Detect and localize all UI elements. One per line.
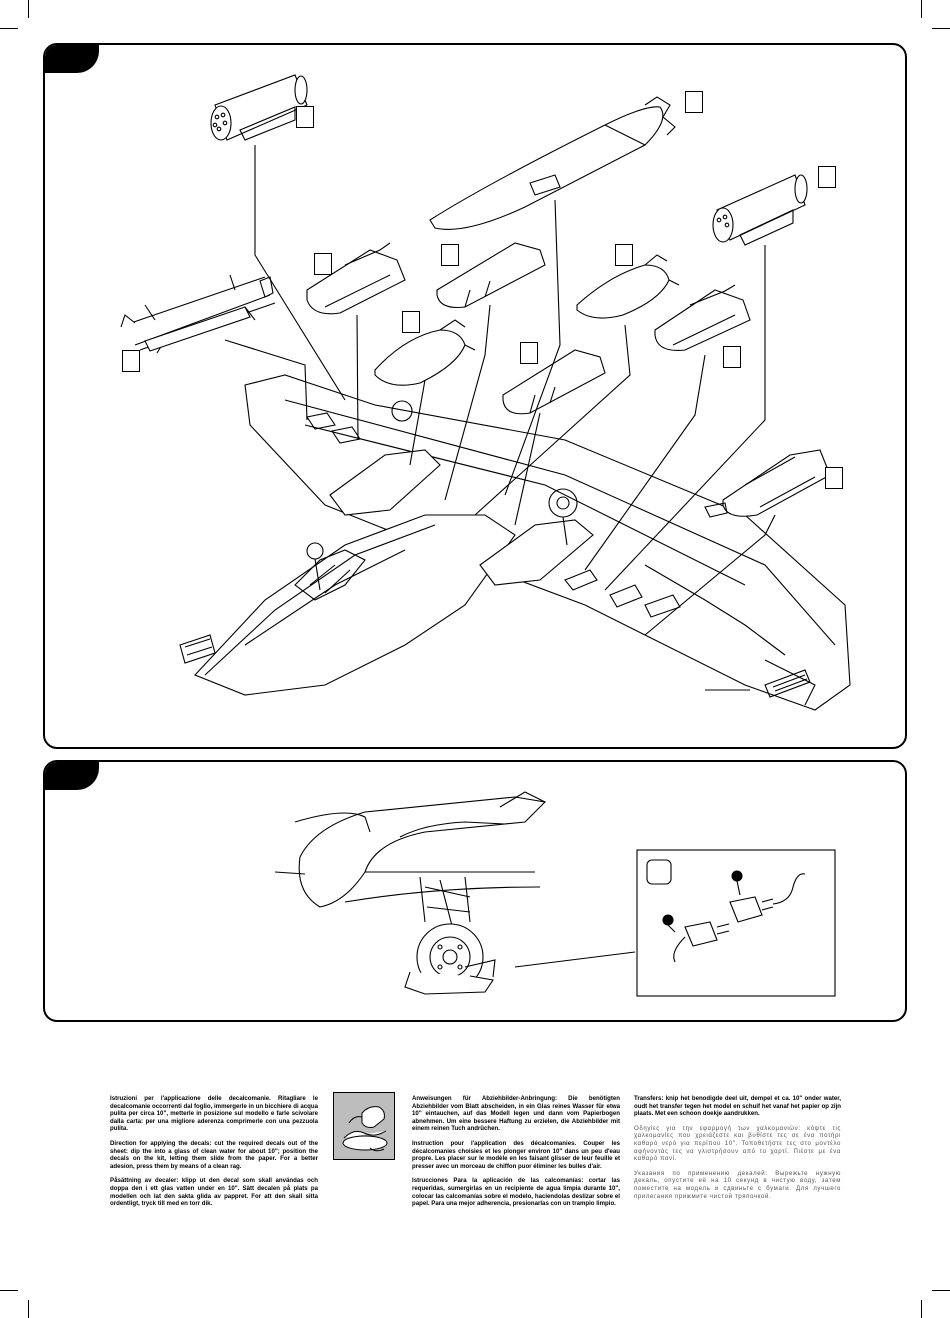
crop-mark bbox=[0, 1290, 18, 1291]
bomb-small-2 bbox=[576, 254, 680, 319]
bomb-small-1 bbox=[374, 319, 476, 386]
crop-mark bbox=[28, 1300, 29, 1318]
part-callout-box bbox=[825, 467, 843, 489]
instruction-hand-icon bbox=[361, 1106, 385, 1128]
part-callout-box bbox=[296, 106, 314, 128]
part-callout-box bbox=[314, 253, 332, 275]
nose-gun bbox=[179, 634, 216, 664]
bomb-cluster-2 bbox=[654, 284, 751, 351]
instruction-sv: Påsättning av decaler: klipp ut den deca… bbox=[110, 1177, 318, 1208]
step-number-tab bbox=[45, 45, 99, 73]
missile-pair bbox=[120, 274, 276, 354]
crop-mark bbox=[921, 0, 922, 18]
left-engine-nacelle bbox=[329, 449, 441, 516]
aircraft-fuselage bbox=[194, 514, 516, 696]
gun-pod bbox=[704, 449, 831, 518]
part-callout-box bbox=[615, 244, 633, 266]
instruction-en: Direction for applying the decals: cut t… bbox=[110, 1139, 318, 1170]
crop-mark bbox=[0, 28, 18, 29]
part-callout-box bbox=[685, 91, 703, 113]
part-callout-box bbox=[818, 166, 836, 188]
instruction-gr: Οδηγίες για την εφαρμογή των χαλκομανιών… bbox=[634, 1124, 841, 1163]
decal-instructions-col2: Anweisungen für Abziehbilder-Anbringung:… bbox=[412, 1095, 620, 1215]
nose-gear-detail-diagram bbox=[274, 791, 836, 997]
step-panel-weapons bbox=[43, 43, 907, 749]
bomb-cluster-1 bbox=[306, 242, 406, 315]
decal-instructions-col1: Istruzioni per l'applicazione delle deca… bbox=[110, 1095, 318, 1215]
instruction-ru: Указания по применению декалей: Вырежьте… bbox=[634, 1169, 841, 1200]
weapons-assembly-diagram bbox=[120, 74, 851, 711]
drop-tank-1 bbox=[436, 242, 546, 309]
instruction-nl: Transfers: knip het benodigde deel uit, … bbox=[634, 1095, 841, 1118]
instruction-es: Istrucciones Para la aplicación de las c… bbox=[412, 1177, 620, 1208]
decal-water-bowl-icon bbox=[333, 1092, 395, 1160]
rocket-pod-left bbox=[210, 74, 308, 141]
part-callout-box bbox=[122, 350, 140, 372]
crop-mark bbox=[932, 28, 950, 29]
step-number-tab bbox=[45, 762, 99, 790]
crop-mark bbox=[921, 1300, 922, 1318]
crop-mark bbox=[932, 1290, 950, 1291]
instruction-de: Anweisungen für Abziehbilder-Anbringung:… bbox=[412, 1095, 620, 1133]
fuel-tank-long bbox=[429, 96, 676, 230]
decal-instructions-col3: Transfers: knip het benodigde deel uit, … bbox=[634, 1095, 841, 1207]
part-callout-box bbox=[402, 311, 420, 333]
instruction-fr: Instruction pour l'application des décal… bbox=[412, 1139, 620, 1170]
step-panel-antenna bbox=[43, 760, 907, 1022]
part-callout-box bbox=[441, 244, 459, 266]
part-callout-box bbox=[723, 346, 741, 368]
rocket-pod-right bbox=[712, 174, 808, 246]
crop-mark bbox=[28, 0, 29, 18]
drop-tank-2 bbox=[502, 349, 606, 415]
part-callout-box bbox=[520, 342, 538, 364]
instruction-it: Istruzioni per l'applicazione delle deca… bbox=[110, 1095, 318, 1133]
